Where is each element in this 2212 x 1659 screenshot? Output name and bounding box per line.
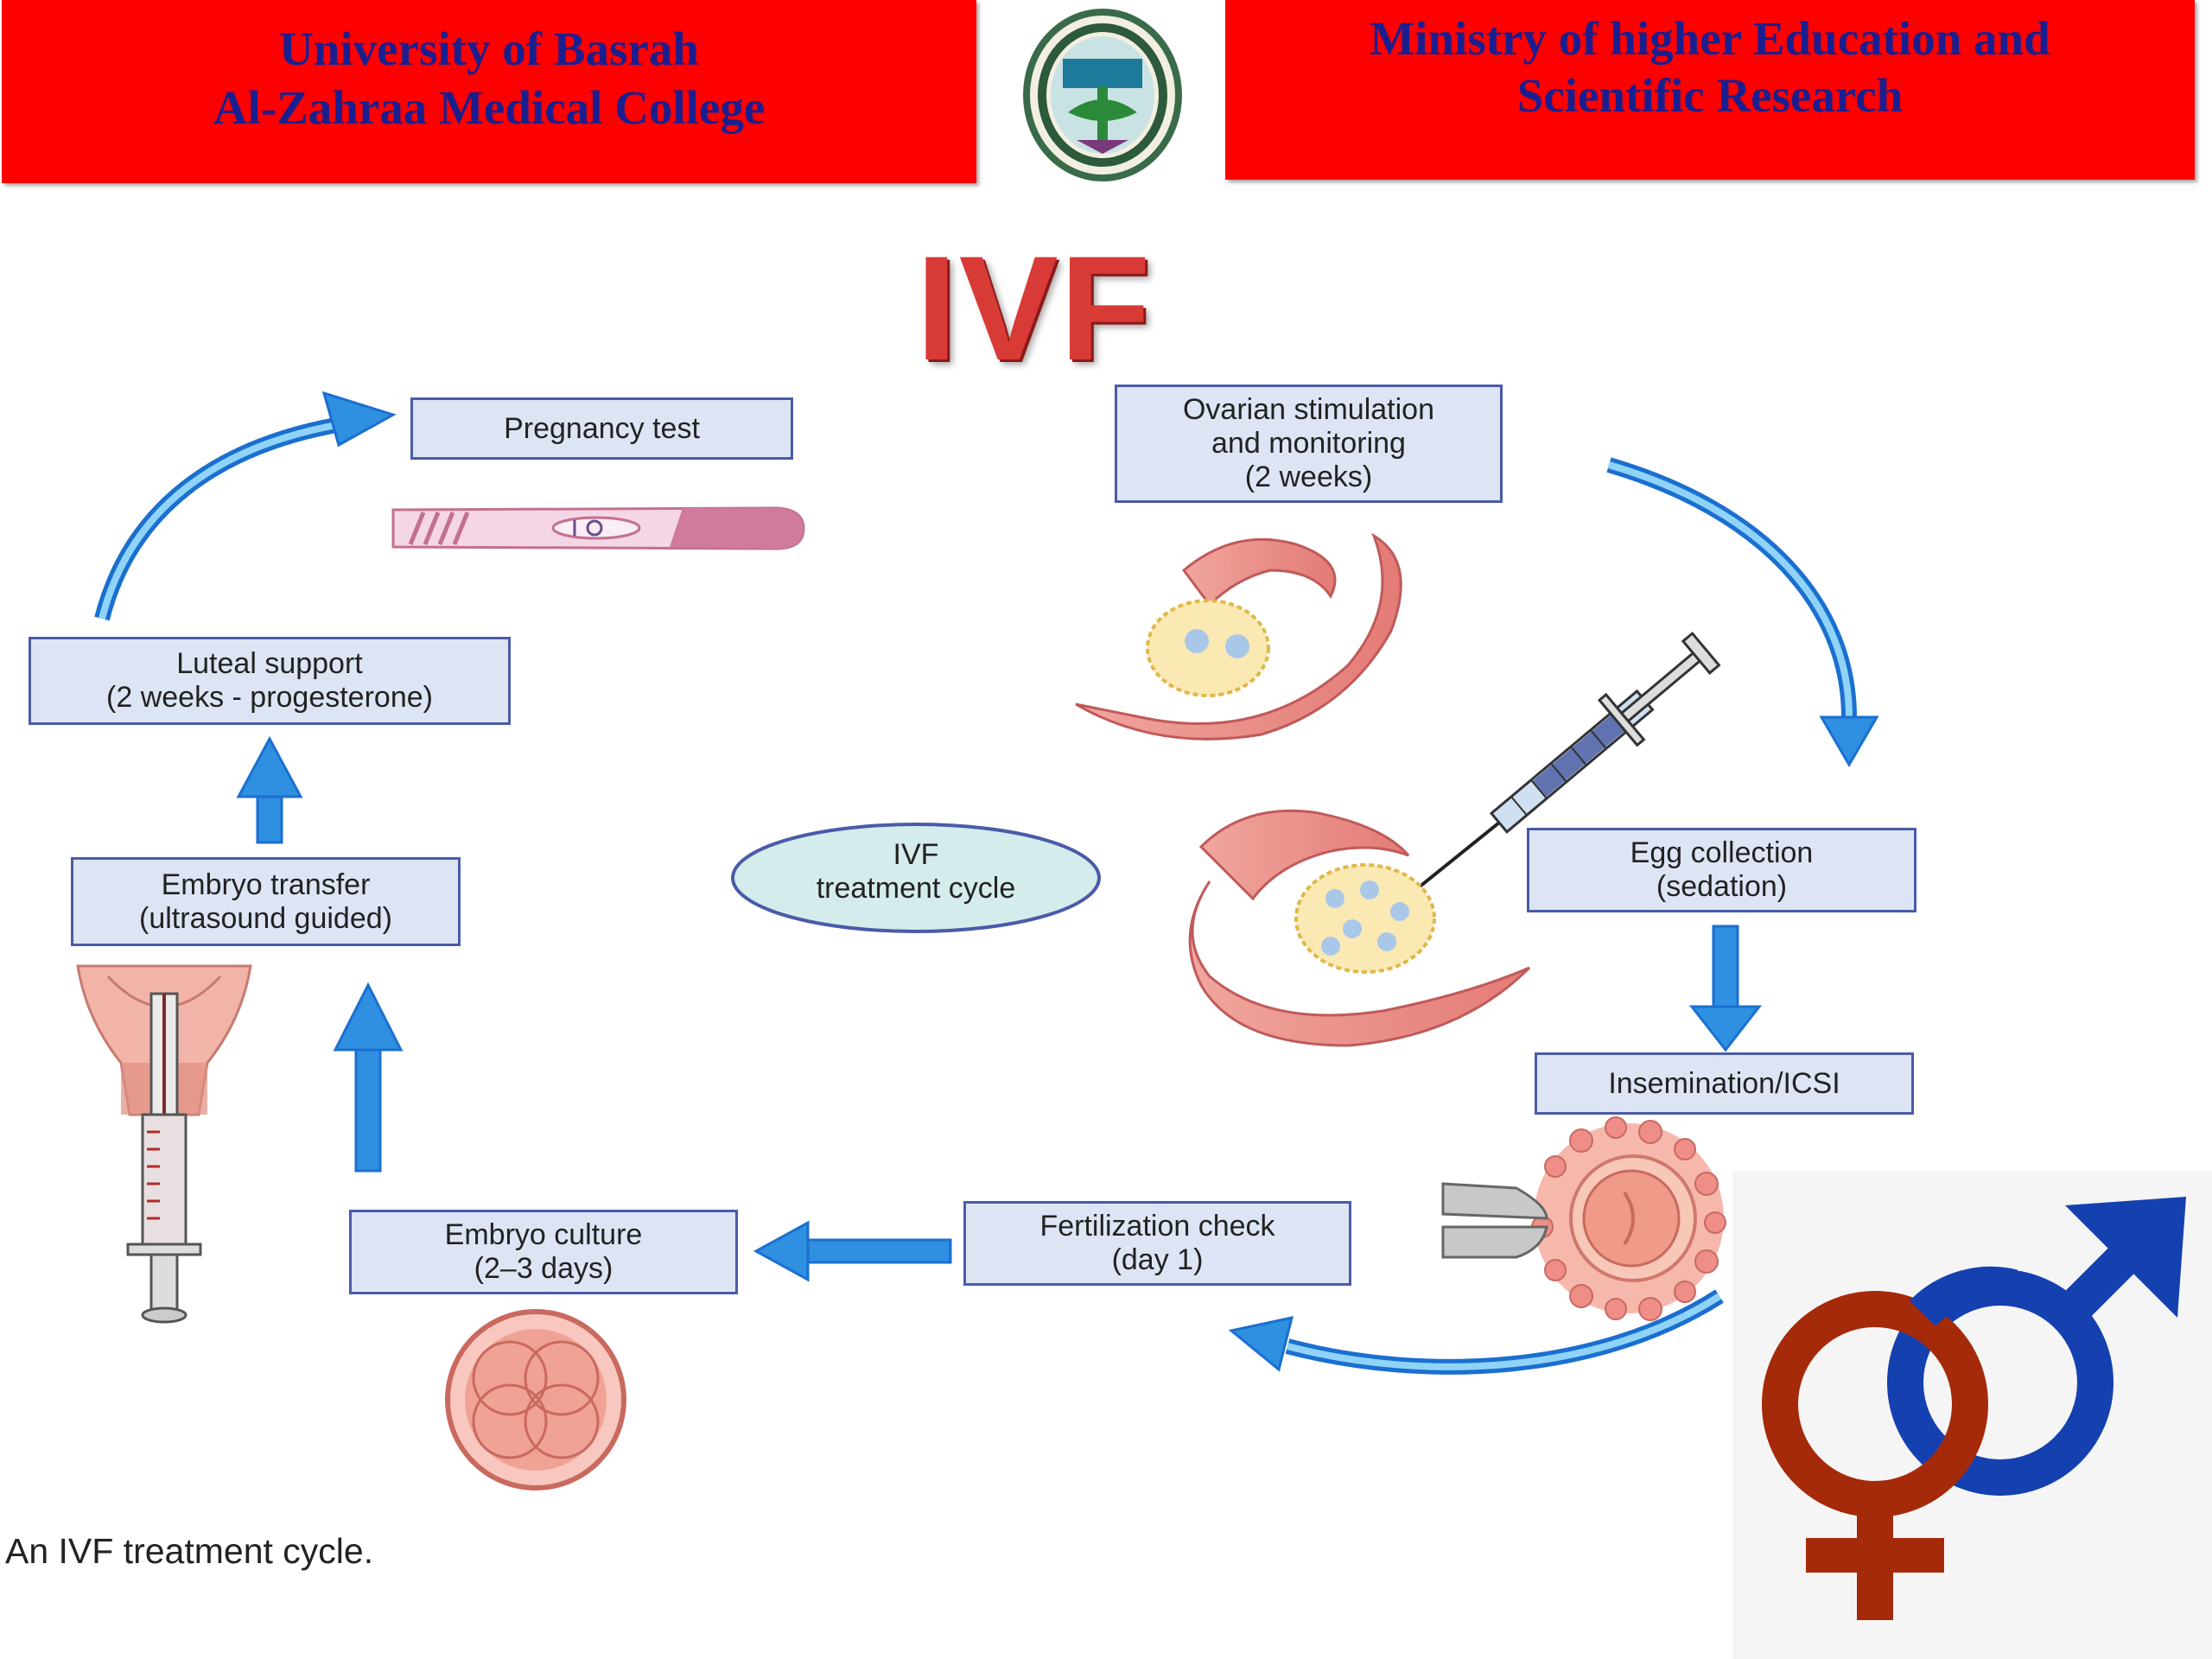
college-name: Al-Zahraa Medical College — [213, 81, 766, 134]
step-luteal-support: Luteal support (2 weeks - progesterone) — [29, 637, 511, 725]
arrow-up-to-transfer — [333, 982, 404, 1173]
arrow-down-to-insemination — [1688, 925, 1763, 1052]
step-insemination: Insemination/ICSI — [1535, 1052, 1914, 1115]
step-ovarian-stimulation: Ovarian stimulation and monitoring (2 we… — [1115, 385, 1503, 503]
arrow-up-to-luteal — [236, 735, 303, 844]
embryo-icon — [445, 1309, 626, 1491]
uterus-transfer-icon — [76, 964, 252, 1324]
header-left-banner: University of Basrah Al-Zahraa Medical C… — [2, 0, 976, 183]
step-embryo-culture: Embryo culture (2–3 days) — [349, 1210, 738, 1294]
ministry-line-2: Scientific Research — [1516, 69, 1904, 122]
ovary-retrieval-icon — [1188, 809, 1531, 1047]
header-right-banner: Ministry of higher Education and Scienti… — [1225, 0, 2195, 180]
university-name: University of Basrah — [279, 22, 699, 75]
center-label: IVF treatment cycle — [816, 838, 1016, 905]
arrow-left-to-culture — [753, 1220, 952, 1282]
step-egg-collection: Egg collection (sedation) — [1527, 828, 1916, 912]
figure-caption: An IVF treatment cycle. — [5, 1531, 374, 1571]
center-ellipse — [731, 823, 1101, 933]
step-embryo-transfer: Embryo transfer (ultrasound guided) — [71, 857, 461, 946]
arrow-curve-to-fertilization — [1228, 1289, 1724, 1375]
arrow-curve-to-pregnancy — [94, 391, 397, 621]
oocyte-icon — [1441, 1116, 1726, 1321]
step-pregnancy-test: Pregnancy test — [410, 397, 793, 460]
arrow-curve-to-egg-collection — [1606, 457, 1879, 767]
ministry-line-1: Ministry of higher Education and — [1370, 12, 2050, 65]
step-fertilization-check: Fertilization check (day 1) — [963, 1201, 1351, 1286]
syringe-icon — [1408, 631, 1721, 896]
ovary-icon — [1075, 532, 1402, 741]
page-title: IVF — [916, 226, 1153, 391]
pregnancy-test-icon — [391, 506, 805, 550]
